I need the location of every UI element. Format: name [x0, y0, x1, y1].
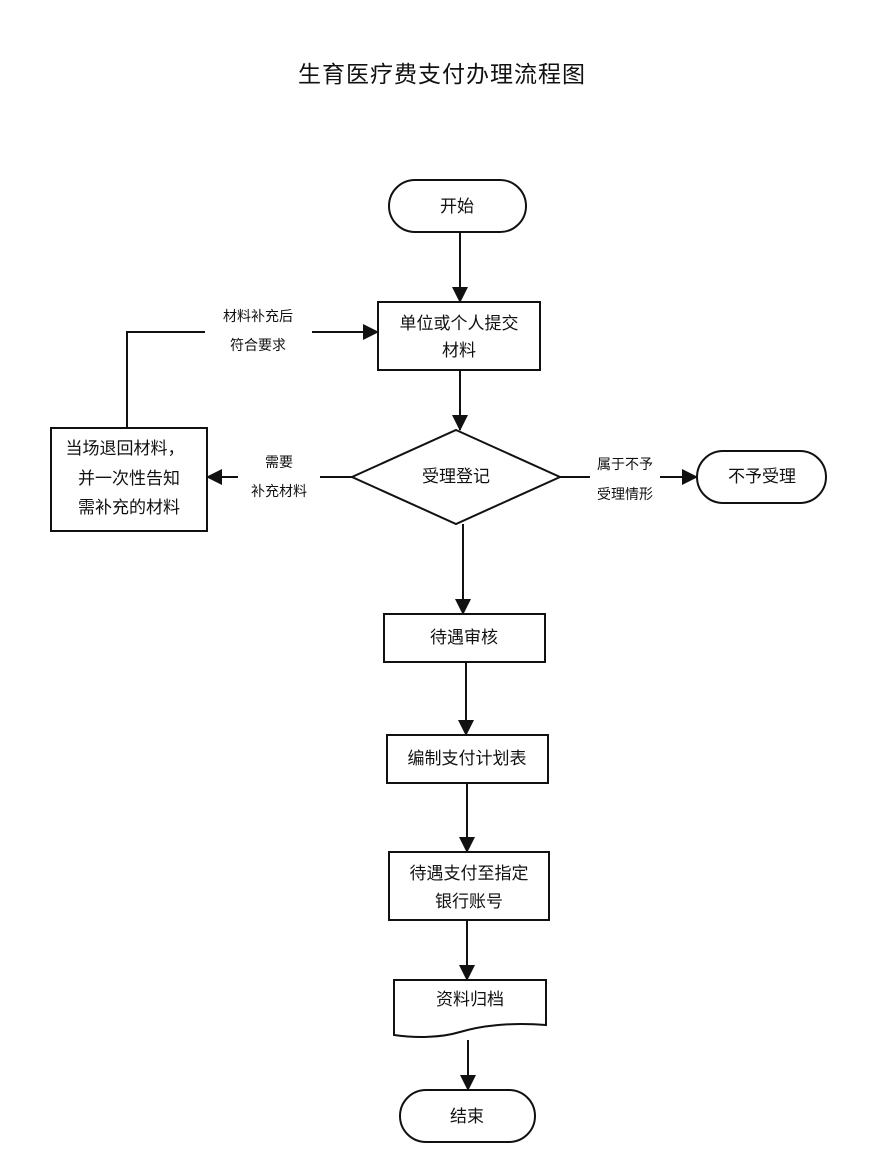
- node-pay: 待遇支付至指定 银行账号: [388, 851, 550, 921]
- node-review: 待遇审核: [383, 613, 546, 663]
- node-plan: 编制支付计划表: [386, 734, 549, 784]
- node-archive: 资料归档: [393, 979, 547, 1038]
- edges: [126, 232, 698, 1091]
- edge-label-supplemented: 材料补充后 符合要求: [223, 309, 293, 354]
- node-end-label: 结束: [450, 1107, 484, 1127]
- node-return: 当场退回材料， 并一次性告知 需补充的材料: [50, 427, 208, 532]
- node-register: 受理登记: [349, 428, 563, 526]
- node-reject: 不予受理: [696, 450, 827, 504]
- node-register-label: 受理登记: [422, 467, 490, 487]
- node-reject-label: 不予受理: [728, 467, 796, 487]
- node-plan-label: 编制支付计划表: [408, 749, 527, 769]
- node-start: 开始: [388, 179, 527, 233]
- node-archive-label: 资料归档: [436, 990, 504, 1010]
- node-submit-label-1: 单位或个人提交: [400, 314, 519, 334]
- node-review-label: 待遇审核: [430, 628, 498, 648]
- edge-label-need-supplement-1: 需要: [265, 455, 293, 471]
- edge-label-supplemented-2: 符合要求: [230, 338, 286, 354]
- node-pay-label-2: 银行账号: [435, 892, 503, 912]
- edge-label-supplemented-1: 材料补充后: [223, 309, 293, 325]
- node-pay-label-1: 待遇支付至指定: [410, 864, 529, 884]
- edge-label-reject-case-1: 属于不予: [597, 457, 653, 473]
- node-submit-label-2: 材料: [442, 341, 476, 361]
- edge-label-reject-case-2: 受理情形: [597, 487, 653, 503]
- edge-label-reject-case: 属于不予 受理情形: [597, 457, 653, 503]
- diagram-title: 生育医疗费支付办理流程图: [298, 62, 586, 88]
- node-submit: 单位或个人提交 材料: [377, 301, 541, 371]
- edge-return-submit: [126, 331, 205, 428]
- node-return-label-2: 并一次性告知: [78, 469, 180, 489]
- node-end: 结束: [399, 1089, 536, 1143]
- node-return-label-1: 当场退回材料，: [66, 439, 185, 459]
- edge-label-need-supplement: 需要 补充材料: [251, 455, 307, 500]
- node-start-label: 开始: [440, 197, 474, 217]
- edge-label-need-supplement-2: 补充材料: [251, 484, 307, 500]
- node-return-label-3: 需补充的材料: [78, 498, 180, 518]
